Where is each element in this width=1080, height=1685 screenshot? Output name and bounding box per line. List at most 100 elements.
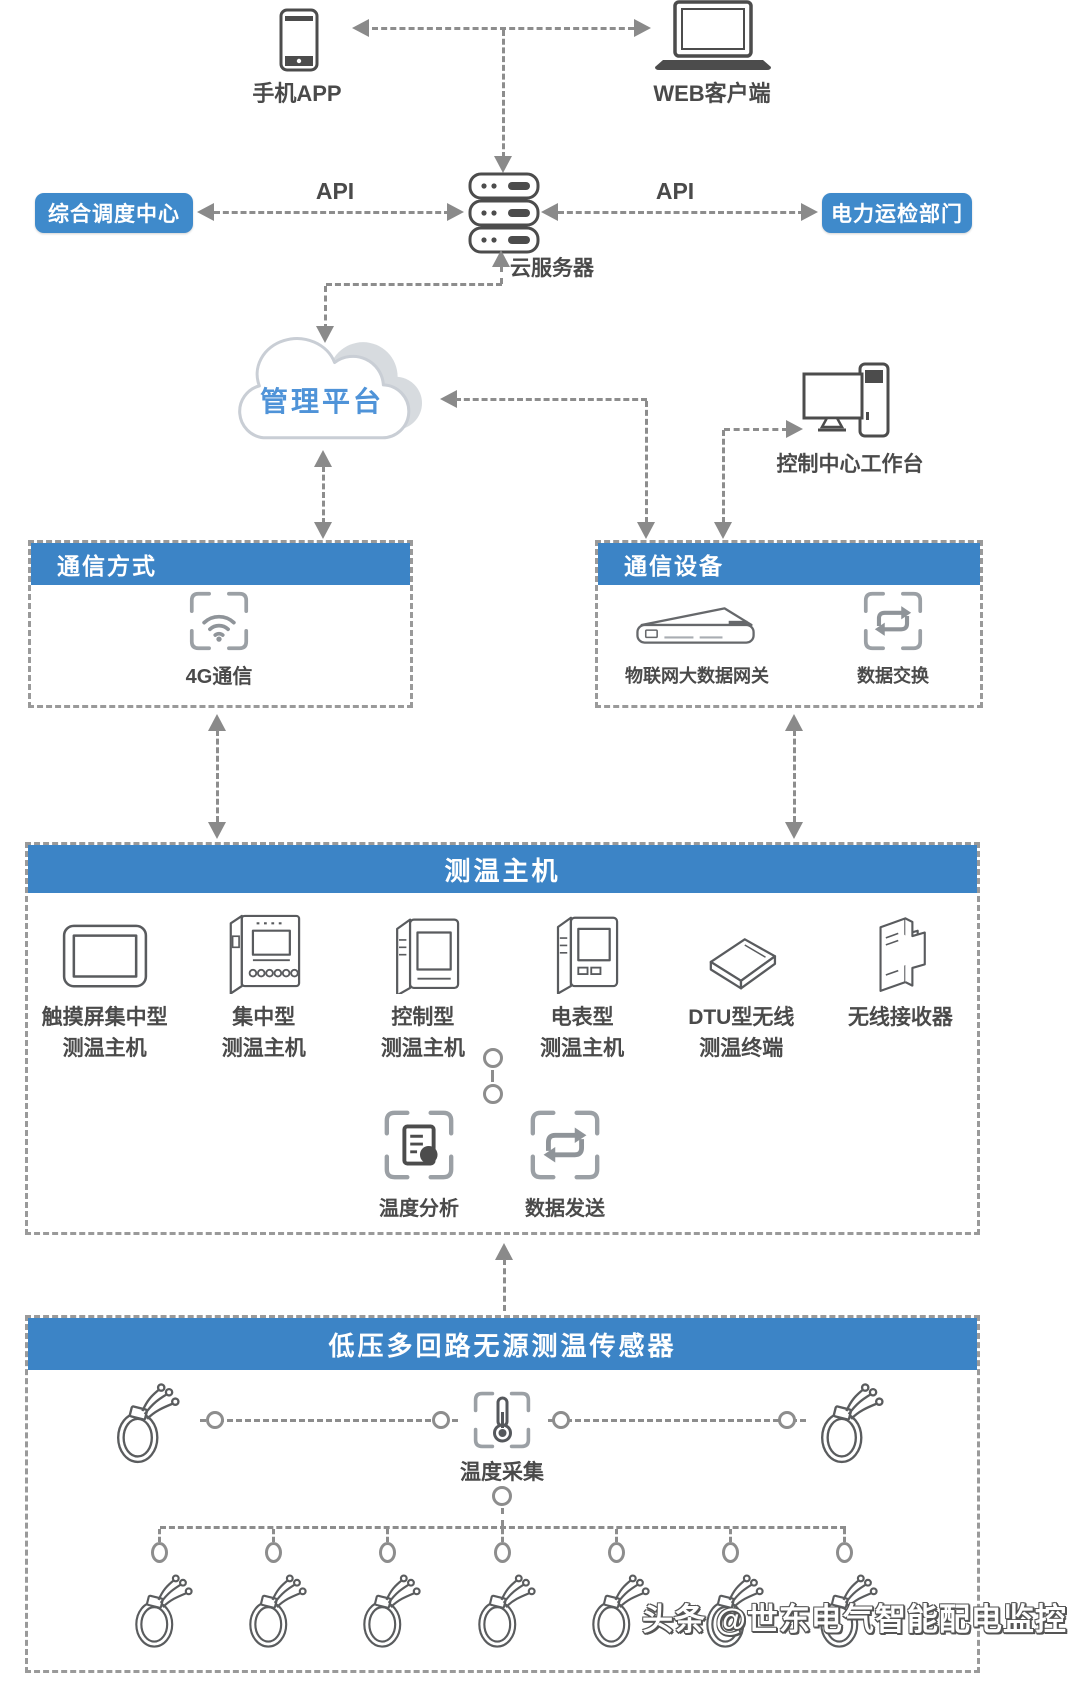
connector-collect-sensor: [548, 1419, 806, 1422]
arrowhead: [316, 326, 334, 343]
4g-label: 4G通信: [185, 666, 253, 688]
branch-stub: [729, 1529, 732, 1542]
branch-stub: [501, 1529, 504, 1542]
device-concentrator-host: 集中型 测温主机: [184, 898, 343, 1064]
connector-commdevice-host: [793, 730, 796, 822]
link-node: [552, 1411, 570, 1429]
touch-host-icon: [53, 898, 157, 994]
exchange-label: 数据交换: [857, 666, 929, 686]
workstation-icon: [802, 362, 890, 438]
link-node: [206, 1411, 224, 1429]
comm-device-title: 通信设备: [598, 543, 980, 585]
collect-label: 温度采集: [460, 1461, 544, 1484]
host-panel: 测温主机: [25, 842, 980, 1235]
connector-cloud-commdevice: [455, 398, 647, 401]
arrowhead: [447, 203, 464, 221]
comm-method-panel: 通信方式: [28, 540, 413, 708]
send-label: 数据发送: [525, 1198, 605, 1220]
connector-commdevice-workstation: [724, 428, 788, 431]
branch-stub: [615, 1529, 618, 1542]
device-label: 电表型: [550, 1006, 614, 1029]
gateway-icon: [636, 607, 755, 644]
arrowhead: [634, 19, 651, 37]
arrowhead: [440, 390, 457, 408]
ring-sensor-icon: [478, 1574, 536, 1648]
watermark: 头条 @世东电气智能配电监控: [642, 1602, 1067, 1637]
arrowhead: [714, 522, 732, 539]
device-label: 控制型: [391, 1006, 455, 1029]
device-label: 触摸屏集中型: [41, 1006, 168, 1029]
link-node: [483, 1084, 503, 1104]
link-node: [778, 1411, 796, 1429]
connector-cloud-commmethod: [322, 466, 325, 524]
link-node: [608, 1542, 625, 1563]
link-node: [432, 1411, 450, 1429]
branch-stub: [158, 1529, 161, 1542]
link-node: [492, 1486, 512, 1506]
host-title: 测温主机: [28, 845, 977, 893]
link-node: [722, 1542, 739, 1563]
web-label: WEB客户端: [653, 81, 771, 106]
arrowhead: [785, 822, 803, 839]
ring-sensor-icon: [820, 1383, 884, 1464]
ring-sensor-icon: [116, 1383, 180, 1464]
workstation-label: 控制中心工作台: [776, 453, 924, 476]
ring-sensor-icon: [135, 1574, 193, 1648]
connector-server-cloud: [500, 266, 503, 284]
api-label-right: API: [655, 178, 695, 204]
connector-cloud-commdevice: [645, 401, 648, 523]
dtu-icon: [691, 898, 791, 994]
link-node: [483, 1048, 503, 1068]
arrowhead: [208, 714, 226, 731]
link-node: [151, 1542, 168, 1563]
link-node-stub: [491, 1070, 494, 1082]
connector-server-cloud: [324, 286, 327, 330]
connector-dispatch-server: [214, 211, 450, 214]
connector-top-server: [502, 30, 505, 158]
arrowhead: [314, 522, 332, 539]
connector-commmethod-host: [216, 730, 219, 822]
comm-method-title: 通信方式: [31, 543, 410, 585]
connector-sensor-collect: [200, 1419, 458, 1422]
analysis-icon: [380, 1106, 458, 1184]
link-node: [836, 1542, 853, 1563]
laptop-icon: [655, 0, 771, 70]
cloud-platform: 管理平台: [222, 332, 437, 454]
power-dept-box: 电力运检部门: [822, 193, 972, 233]
ring-sensor-icon: [249, 1574, 307, 1648]
connector-sensors-host: [503, 1259, 506, 1311]
thermometer-icon: [473, 1391, 531, 1449]
gateway-label: 物联网大数据网关: [625, 666, 769, 686]
device-control-host: 控制型 测温主机: [343, 898, 502, 1064]
analysis-label: 温度分析: [379, 1198, 459, 1220]
ring-sensor-icon: [592, 1574, 650, 1648]
meter-host-icon: [534, 898, 630, 994]
device-touch-host: 触摸屏集中型 测温主机: [25, 898, 184, 1064]
device-label: 测温主机: [540, 1037, 625, 1060]
data-send-icon: [526, 1106, 604, 1184]
cloud-label: 管理平台: [259, 386, 384, 417]
device-label: 测温主机: [221, 1037, 306, 1060]
receiver-icon: [854, 898, 946, 994]
branch-stub: [501, 1508, 504, 1526]
device-label: 无线接收器: [847, 1006, 953, 1029]
arrowhead: [314, 450, 332, 467]
dispatch-center-box: 综合调度中心: [35, 193, 193, 233]
link-node: [494, 1542, 511, 1563]
device-wireless-receiver: 无线接收器: [821, 898, 980, 1064]
device-label: 测温主机: [62, 1037, 147, 1060]
arrowhead: [541, 203, 558, 221]
api-label-left: API: [315, 178, 355, 204]
phone-icon: [279, 8, 319, 72]
arrowhead: [637, 522, 655, 539]
arrowhead: [197, 203, 214, 221]
device-label: 集中型: [232, 1006, 296, 1029]
link-node: [379, 1542, 396, 1563]
branch-line: [160, 1526, 846, 1529]
server-label: 云服务器: [510, 257, 594, 280]
exchange-icon: [863, 591, 923, 651]
cloud-icon: [238, 337, 423, 440]
sensor-title: 低压多回路无源测温传感器: [28, 1318, 977, 1370]
connector-commdevice-workstation: [722, 430, 725, 523]
